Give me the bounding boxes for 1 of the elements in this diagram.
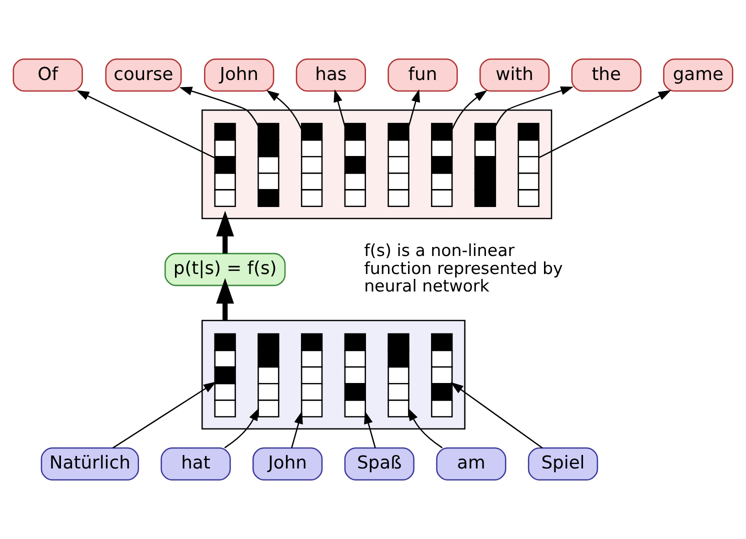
- label: f(s) is a non-linear function represented by neural network: [364, 240, 563, 296]
